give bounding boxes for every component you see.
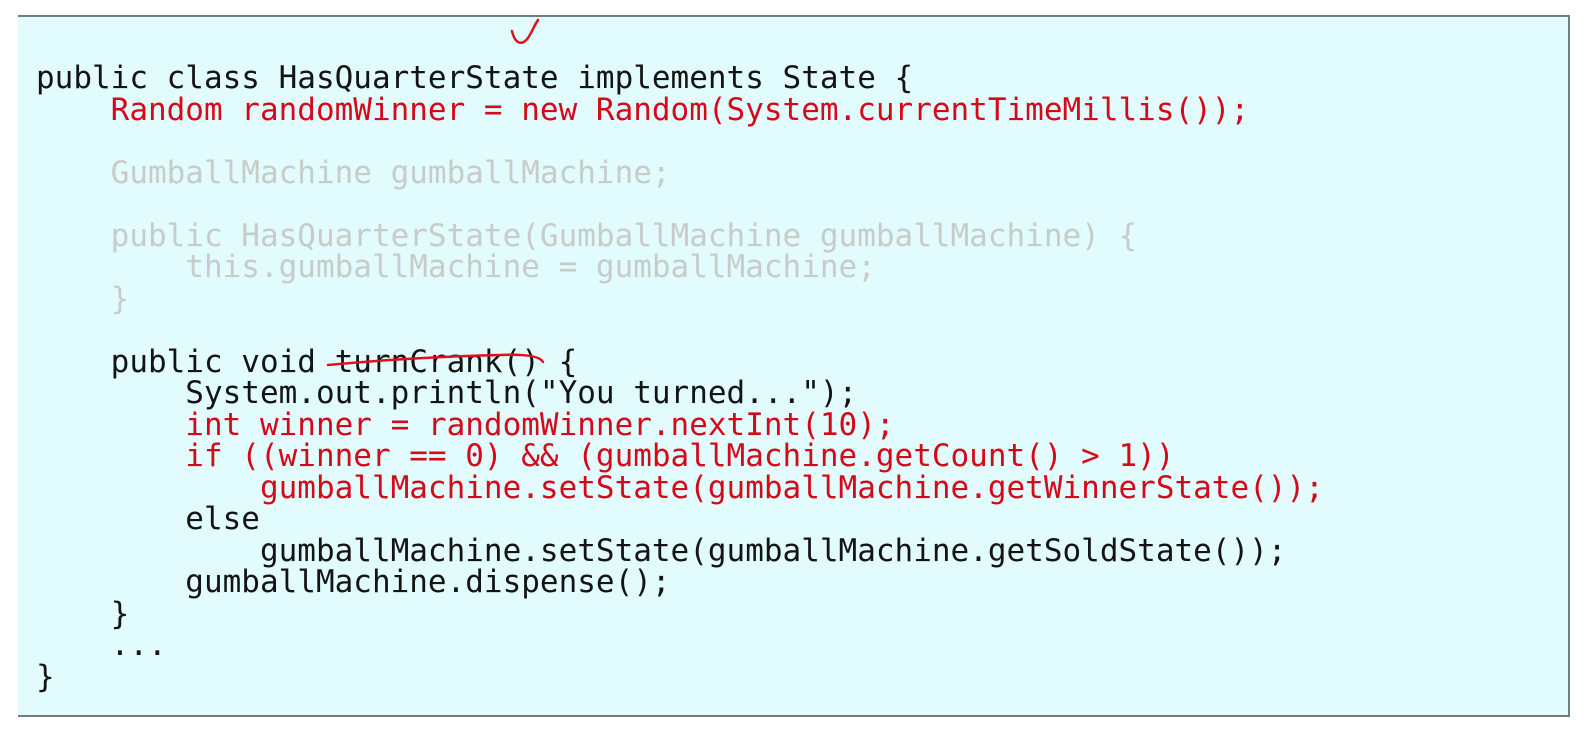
code-line-4: GumballMachine gumballMachine; — [36, 154, 671, 191]
code-line-14: gumballMachine.setState(gumballMachine.g… — [36, 469, 1324, 506]
code-line-3 — [36, 126, 1324, 158]
code-panel: public class HasQuarterState implements … — [18, 15, 1570, 717]
code-line-2: Random randomWinner = new Random(System.… — [36, 91, 1250, 128]
code-line-1: public class HasQuarterState implements … — [36, 60, 914, 96]
code-line-12: int winner = randomWinner.nextInt(10); — [36, 406, 895, 443]
code-line-5 — [36, 189, 1324, 221]
code-line-16: gumballMachine.setState(gumballMachine.g… — [36, 532, 1287, 569]
code-line-13: if ((winner == 0) && (gumballMachine.get… — [36, 438, 1175, 474]
code-line-17: gumballMachine.dispense(); — [36, 564, 671, 600]
code-line-11: System.out.println("You turned..."); — [36, 375, 858, 411]
code-line-8: } — [36, 280, 130, 317]
code-line-20: } — [36, 658, 55, 695]
code-line-9 — [36, 315, 1324, 347]
code-line-10: public void turnCrank() { — [36, 343, 578, 380]
code-line-18: } — [36, 595, 130, 632]
code-line-7: this.gumballMachine = gumballMachine; — [36, 249, 876, 285]
code-line-19: ... — [36, 627, 167, 663]
code-line-6: public HasQuarterState(GumballMachine gu… — [36, 217, 1138, 254]
code-listing: public class HasQuarterState implements … — [36, 60, 1324, 695]
code-line-15: else — [36, 501, 260, 537]
